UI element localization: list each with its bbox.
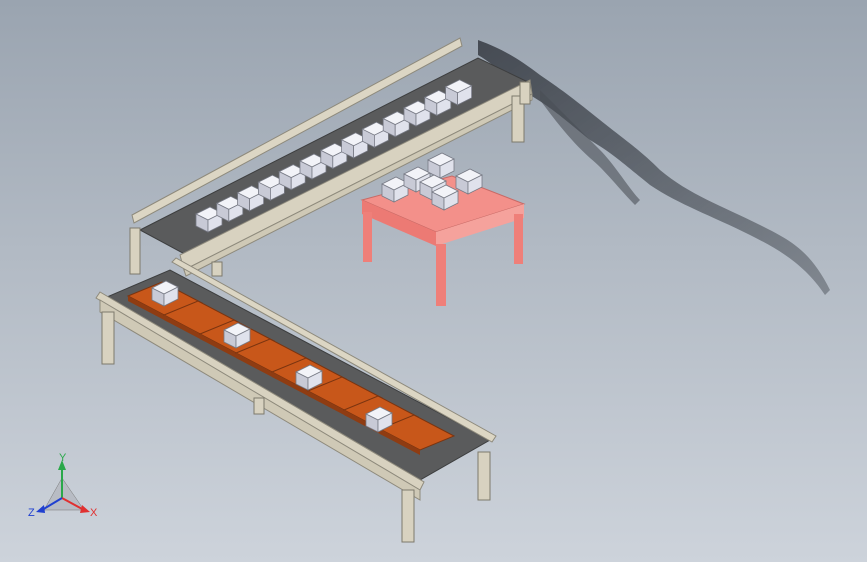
- lower-box: [295, 364, 323, 391]
- table-boxes: [381, 152, 483, 211]
- lower-conveyor-back-rail: [171, 257, 497, 443]
- lower-conveyor-pallets: [126, 281, 456, 455]
- lower-box: [151, 280, 179, 307]
- pallet: [378, 414, 456, 455]
- upper-box: [257, 174, 286, 201]
- x-axis-label: X: [90, 507, 98, 519]
- x-axis-arrow-icon: [80, 505, 90, 513]
- coordinate-triad: Y X Z: [28, 452, 98, 519]
- table-box: [427, 152, 455, 179]
- lower-conveyor[interactable]: [95, 257, 497, 543]
- upper-box: [423, 89, 452, 117]
- upper-box: [236, 185, 265, 212]
- table-box: [381, 176, 409, 203]
- pink-table[interactable]: [360, 152, 526, 306]
- upper-conveyor-back-rail: [131, 37, 463, 224]
- lower-box: [365, 406, 393, 433]
- z-axis-arrow-icon: [36, 505, 45, 513]
- upper-box: [319, 142, 348, 170]
- table-side-apron: [436, 204, 524, 246]
- z-axis-line: [41, 497, 63, 511]
- upper-conveyor-front-frame: [183, 93, 533, 277]
- upper-conveyor-legs: [129, 81, 531, 277]
- upper-box: [299, 153, 327, 180]
- upper-box: [444, 79, 473, 106]
- upper-box: [278, 164, 307, 191]
- upper-box: [382, 111, 411, 138]
- upper-conveyor-boxes: [195, 79, 473, 233]
- x-axis-line: [61, 497, 85, 511]
- y-axis-label: Y: [59, 452, 67, 464]
- z-axis-label: Z: [28, 507, 35, 519]
- upper-conveyor[interactable]: [129, 37, 533, 277]
- table-box: [431, 184, 459, 211]
- lower-conveyor-boxes: [151, 280, 393, 433]
- table-front-apron: [362, 200, 436, 246]
- y-axis-arrow-icon: [58, 460, 66, 470]
- table-legs: [363, 212, 523, 306]
- upper-box: [361, 121, 390, 148]
- smoke-trail: [478, 40, 830, 295]
- table-box: [455, 168, 483, 195]
- upper-box: [215, 195, 244, 223]
- lower-box: [223, 322, 251, 349]
- lower-conveyor-legs: [101, 311, 491, 543]
